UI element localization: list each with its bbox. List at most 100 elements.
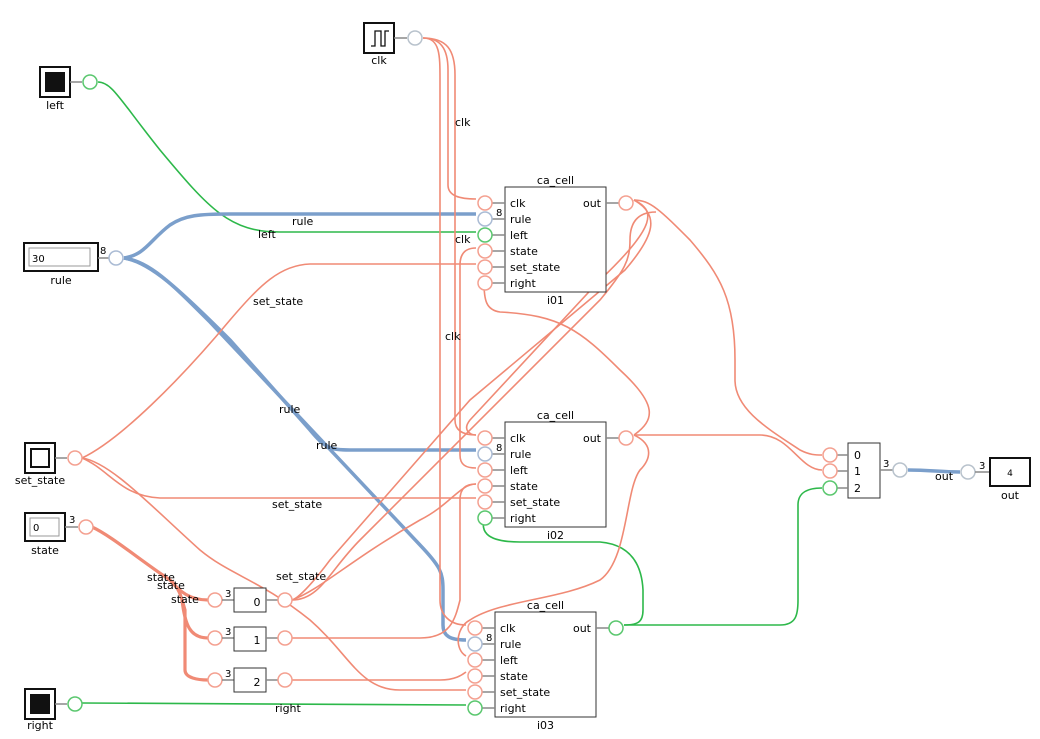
- pin-splitter-2-out[interactable]: [277, 672, 293, 688]
- pin-i03-right[interactable]: [467, 700, 483, 716]
- wire-rule-i03[interactable]: [123, 256, 467, 642]
- ca-cell-port-set_state: set_state: [510, 261, 560, 274]
- wire-state-bus-1[interactable]: [180, 599, 209, 640]
- pin-set-state[interactable]: [67, 450, 83, 466]
- pin-i02-set_state[interactable]: [477, 494, 493, 510]
- wire-i02-out-i01[interactable]: [483, 281, 650, 436]
- ca-cell-i02[interactable]: ca_celli02clkrule8leftstateset_staterigh…: [477, 409, 634, 542]
- pin-splitter-0-in[interactable]: [207, 592, 223, 608]
- ca-cell-port-rule: rule: [510, 448, 532, 461]
- wire-label-rule-3: rule: [316, 439, 338, 452]
- wire-i02-out-i03[interactable]: [457, 434, 650, 657]
- ca-cell-port-state: state: [500, 670, 528, 683]
- wire-i03-out-to-i02-right[interactable]: [482, 515, 644, 626]
- pin-i03-rule[interactable]: [467, 636, 483, 652]
- pin-i01-rule[interactable]: [477, 211, 493, 227]
- wire-i03-out-to-combiner[interactable]: [624, 487, 823, 626]
- pin-rule[interactable]: [108, 250, 124, 266]
- wire-set-state-i03[interactable]: [81, 457, 466, 691]
- wire-state0-i01[interactable]: [291, 211, 657, 601]
- input-rule[interactable]: 30 8 rule: [23, 242, 124, 287]
- wire-clk-i01-state[interactable]: [459, 247, 477, 469]
- pin-splitter-1-out[interactable]: [277, 630, 293, 646]
- pin-i02-right[interactable]: [477, 510, 493, 526]
- pin-left[interactable]: [82, 74, 98, 90]
- ca-cell-body[interactable]: [504, 186, 607, 293]
- pin-i01-out[interactable]: [618, 195, 634, 211]
- pin-clk[interactable]: [407, 30, 423, 46]
- splitter-0[interactable]: 3 0: [207, 587, 293, 613]
- pin-combiner-0[interactable]: [822, 447, 838, 463]
- wire-i01-out-i03[interactable]: [291, 199, 652, 601]
- wire-label-state-1: state: [147, 571, 175, 584]
- wire-right[interactable]: [81, 702, 467, 706]
- pin-i02-clk[interactable]: [477, 430, 493, 446]
- ca-cell-i01[interactable]: ca_celli01clkrule8leftstateset_staterigh…: [477, 174, 634, 307]
- ca-cell-port-out: out: [583, 432, 602, 445]
- ca-cell-port-set_state: set_state: [510, 496, 560, 509]
- wire-i01-out-combiner[interactable]: [633, 199, 823, 456]
- toggle-off-icon: [30, 448, 50, 468]
- wire-rule-i02[interactable]: [123, 256, 476, 452]
- splitter-1-label: 1: [254, 634, 261, 647]
- pin-splitter-0-out[interactable]: [277, 592, 293, 608]
- pin-i01-state[interactable]: [477, 243, 493, 259]
- ca-cell-rule-width: 8: [486, 633, 492, 644]
- wire-rule-i01[interactable]: [123, 212, 476, 260]
- wire-state2-i03[interactable]: [292, 671, 467, 681]
- splitter-1[interactable]: 3 1: [207, 626, 293, 652]
- input-set-state[interactable]: set_state: [15, 442, 83, 487]
- ca-cell-title: ca_cell: [537, 409, 574, 422]
- pin-combiner-1[interactable]: [822, 463, 838, 479]
- input-clk[interactable]: clk: [363, 22, 423, 67]
- input-left[interactable]: left: [39, 66, 98, 112]
- pin-combiner-2[interactable]: [822, 480, 838, 496]
- pin-i03-clk[interactable]: [467, 620, 483, 636]
- wires: [81, 37, 961, 706]
- pin-output-in[interactable]: [960, 464, 976, 480]
- pin-combiner-out[interactable]: [892, 462, 908, 478]
- input-right[interactable]: right: [24, 688, 83, 732]
- pin-splitter-2-in[interactable]: [207, 672, 223, 688]
- wire-state1-i02[interactable]: [292, 483, 477, 639]
- pin-i02-state[interactable]: [477, 478, 493, 494]
- input-state[interactable]: 0 3 state: [24, 512, 94, 557]
- state-width: 3: [69, 515, 75, 526]
- pin-i01-left[interactable]: [477, 227, 493, 243]
- pin-i03-set_state[interactable]: [467, 684, 483, 700]
- wire-state0-i02[interactable]: [291, 483, 477, 601]
- rule-value[interactable]: 30: [32, 254, 45, 265]
- wire-left[interactable]: [97, 81, 476, 233]
- ca-cell-i03[interactable]: ca_celli03clkrule8leftstateset_staterigh…: [467, 599, 624, 732]
- wire-label-rule-2: rule: [279, 403, 301, 416]
- pin-i03-state[interactable]: [467, 668, 483, 684]
- ca-cell-body[interactable]: [494, 611, 597, 718]
- wire-clk-i01[interactable]: [422, 37, 477, 200]
- pin-i02-left[interactable]: [477, 462, 493, 478]
- ca-cell-port-set_state: set_state: [500, 686, 550, 699]
- state-value[interactable]: 0: [33, 523, 39, 534]
- wire-set-state-i01[interactable]: [81, 263, 476, 459]
- pin-i02-out[interactable]: [618, 430, 634, 446]
- output-out[interactable]: 3 4 out: [960, 457, 1031, 502]
- bus-combiner[interactable]: 0 1 2 3: [822, 442, 908, 499]
- pin-i01-clk[interactable]: [477, 195, 493, 211]
- ca-cell-body[interactable]: [504, 421, 607, 528]
- pin-right[interactable]: [67, 696, 83, 712]
- wire-set-state-i02[interactable]: [81, 457, 476, 499]
- wire-i02-out-combiner[interactable]: [634, 434, 823, 471]
- toggle-on-icon: [45, 72, 65, 92]
- wire-label-out: out: [935, 470, 954, 483]
- wire-state-bus[interactable]: [91, 525, 209, 682]
- wire-state-bus-0[interactable]: [168, 578, 209, 602]
- output-label: out: [1001, 489, 1020, 502]
- pin-i03-left[interactable]: [467, 652, 483, 668]
- pin-i01-set_state[interactable]: [477, 259, 493, 275]
- pin-i02-rule[interactable]: [477, 446, 493, 462]
- splitter-2[interactable]: 3 2: [207, 667, 293, 693]
- pin-state[interactable]: [78, 519, 94, 535]
- pin-i01-right[interactable]: [477, 275, 493, 291]
- pin-i03-out[interactable]: [608, 620, 624, 636]
- wire-out[interactable]: [907, 468, 961, 474]
- pin-splitter-1-in[interactable]: [207, 630, 223, 646]
